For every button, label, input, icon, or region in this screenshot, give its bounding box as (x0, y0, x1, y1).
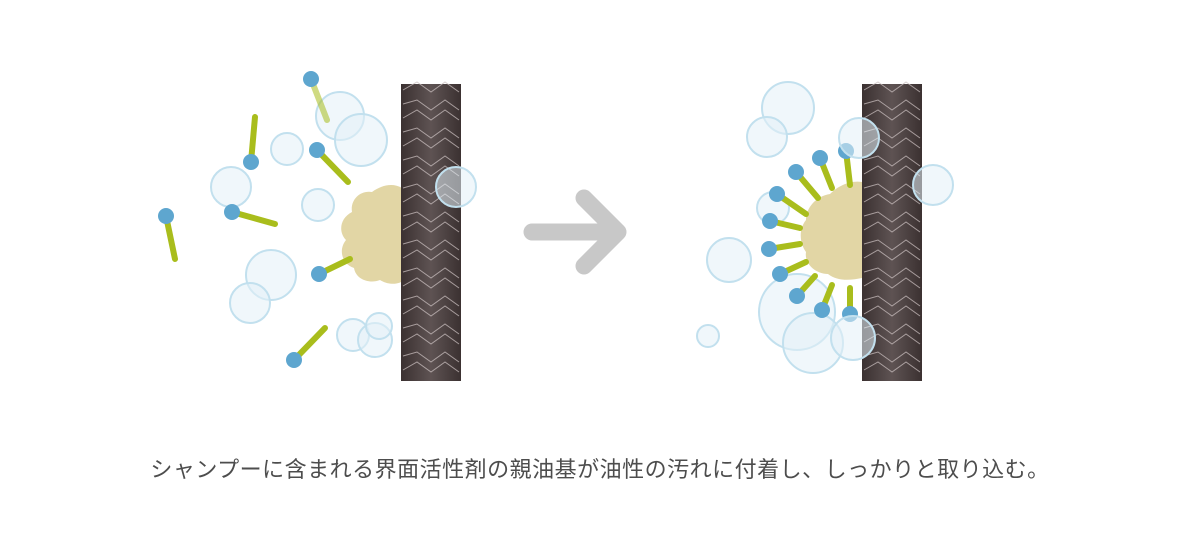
bubble (746, 116, 788, 158)
hydrophilic-head (814, 302, 830, 318)
hydrophilic-head (311, 266, 327, 282)
hair-cuticle-line (402, 109, 460, 121)
surfactant-molecule (761, 241, 803, 257)
hydrophilic-head (286, 352, 302, 368)
hair-cuticle-line (863, 109, 921, 121)
hair-cuticle-line (402, 249, 460, 261)
hair-cuticle-line (863, 221, 921, 233)
hair-cuticle-line (863, 277, 921, 289)
surfactant-molecule (311, 256, 353, 282)
surfactant-molecule (158, 208, 178, 262)
hair-cuticle-line (863, 211, 921, 223)
surfactant-molecule (814, 282, 835, 318)
hair-cuticle-line (402, 295, 460, 307)
hydrophilic-head (243, 154, 259, 170)
hydrophilic-head (761, 241, 777, 257)
hydrophilic-head (769, 186, 785, 202)
hair-cuticle-line (402, 277, 460, 289)
bubble (830, 315, 876, 361)
oil-dirt-after (800, 181, 862, 280)
hair-cuticle-line (402, 221, 460, 233)
surfactant-molecule (762, 213, 803, 231)
hair-cuticle-line (863, 249, 921, 261)
bubble (838, 117, 880, 159)
hydrophilic-head (788, 164, 804, 180)
hair-cuticle-line (863, 239, 921, 251)
bubble (706, 237, 752, 283)
hydrophilic-head (309, 142, 325, 158)
hair-cuticle-line (863, 81, 921, 93)
bubble (696, 324, 720, 348)
surfactant-molecule (812, 150, 835, 191)
hair-cuticle-line (402, 351, 460, 363)
surfactant-molecule (309, 142, 351, 185)
hydrophilic-head (224, 204, 240, 220)
bubbles-after-front (830, 117, 954, 361)
bubble (334, 113, 388, 167)
hydrophilic-head (812, 150, 828, 166)
hair-cuticle-line (863, 267, 921, 279)
surfactant-molecule (769, 186, 809, 217)
surfactants-before (158, 71, 353, 368)
hair-cuticle-line (863, 165, 921, 177)
panel-after (696, 81, 954, 381)
hair-cuticle-line (402, 99, 460, 111)
surfactant-molecule (303, 71, 330, 123)
hair-cuticle-line (402, 323, 460, 335)
hair-cuticle-line (863, 323, 921, 335)
hair-cuticle-line (402, 305, 460, 317)
hydrophilic-head (762, 213, 778, 229)
bubble (301, 188, 335, 222)
hair-cuticle-line (402, 137, 460, 149)
bubble (229, 282, 271, 324)
panel-before (158, 71, 477, 381)
surfactant-molecule (224, 204, 278, 227)
bubble (912, 164, 954, 206)
hair-cuticle-line (402, 211, 460, 223)
hair-cuticle-line (402, 267, 460, 279)
hair-cuticle-line (402, 81, 460, 93)
caption: シャンプーに含まれる界面活性剤の親油基が油性の汚れに付着し、しっかりと取り込む。 (150, 458, 1050, 483)
surfactant-molecule (243, 114, 259, 170)
surfactant-molecule (788, 164, 821, 201)
hair-cuticle-line (402, 127, 460, 139)
hair-cuticle-line (863, 183, 921, 195)
bubbles-before (210, 91, 393, 358)
hair-cuticle-line (863, 155, 921, 167)
hydrophilic-head (789, 288, 805, 304)
bubble (270, 132, 304, 166)
bubbles-after-back (696, 81, 844, 374)
hydrophilic-head (303, 71, 319, 87)
oil-dirt-before (341, 185, 404, 284)
hair-strand-before (401, 81, 461, 381)
hair-cuticle-line (863, 305, 921, 317)
hair-cuticle-line (402, 155, 460, 167)
hydrophilic-head (158, 208, 174, 224)
surfactant-molecule (286, 325, 328, 368)
bubble-on-hair-before (435, 166, 477, 208)
right-arrow-icon (523, 189, 627, 275)
hair-cuticle-line (863, 295, 921, 307)
hair-cuticle-line (863, 193, 921, 205)
bubble (210, 166, 252, 208)
surfactant-molecule (772, 259, 809, 282)
hydrophilic-head (772, 266, 788, 282)
bubble (365, 312, 393, 340)
hair-cuticle-line (863, 351, 921, 363)
hair-cuticle-line (863, 99, 921, 111)
surfactant-molecule (789, 273, 818, 304)
hair-cuticle-line (863, 361, 921, 373)
hair-cuticle-line (402, 361, 460, 373)
hair-cuticle-line (402, 239, 460, 251)
hair-cuticle-line (402, 333, 460, 345)
